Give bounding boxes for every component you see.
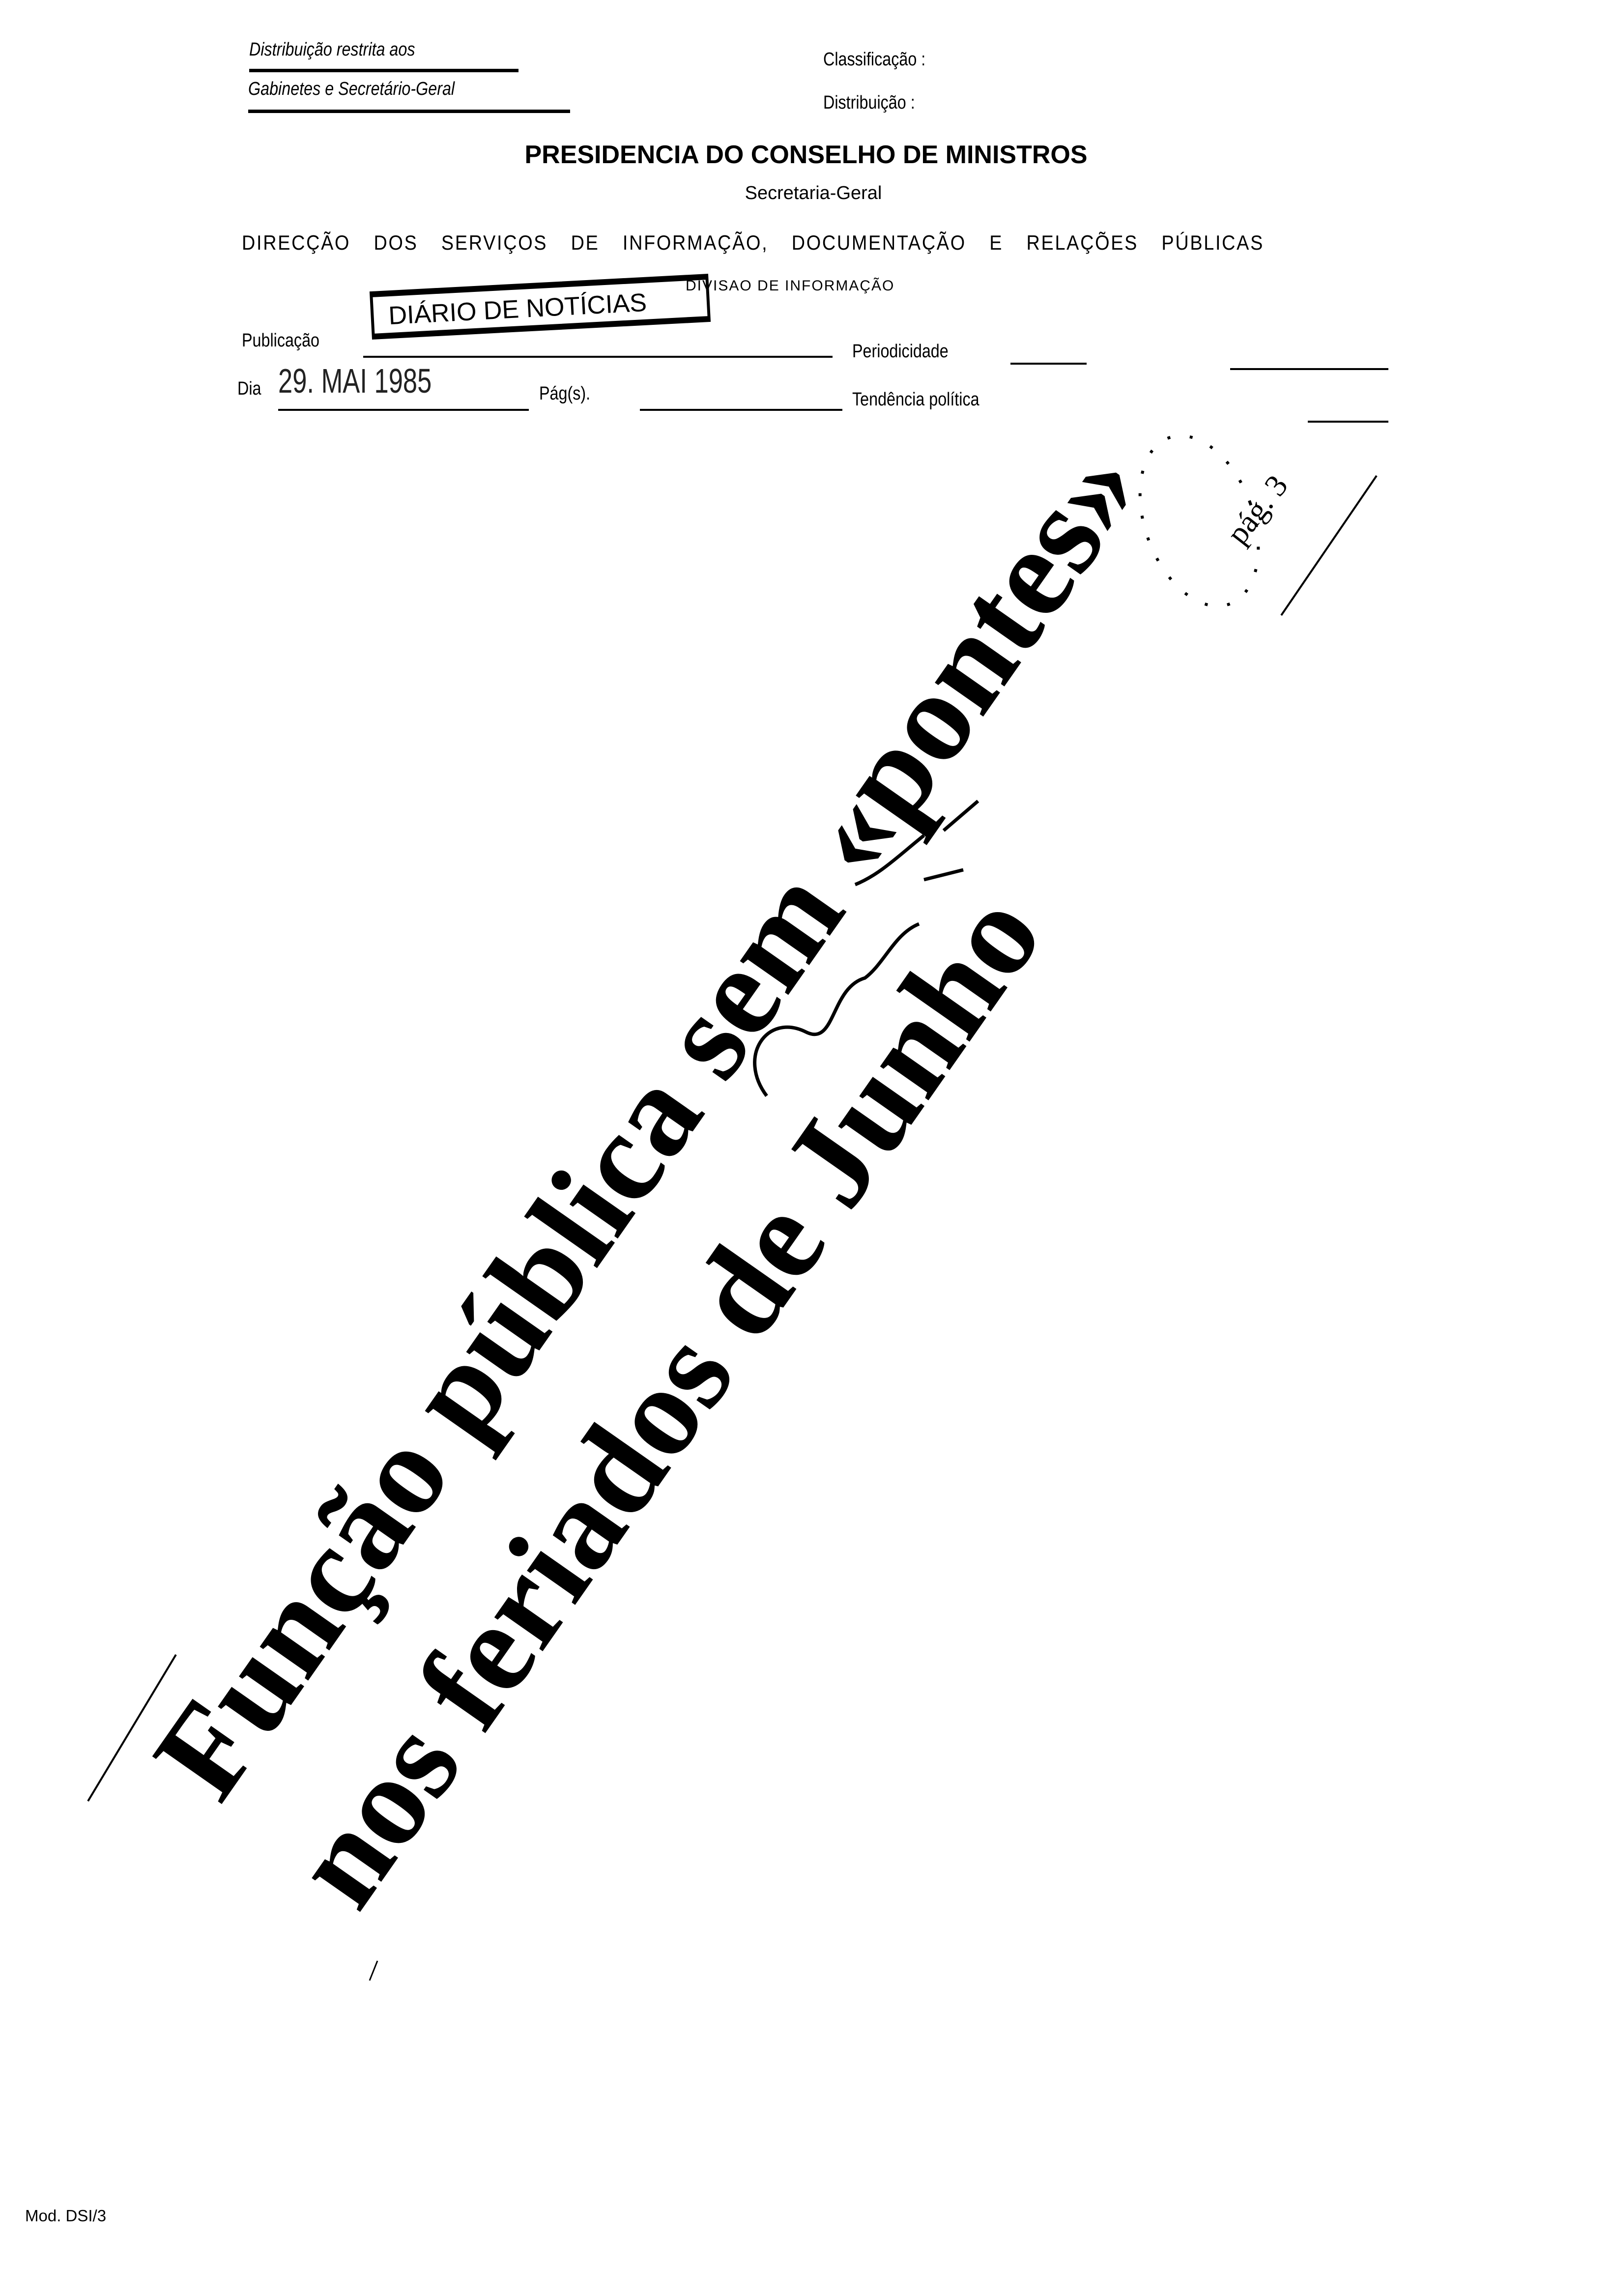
periodicity-field-line <box>1010 363 1087 365</box>
handwritten-annotation <box>753 800 979 1097</box>
diagonal-line <box>1280 475 1378 616</box>
field-line <box>1308 421 1388 423</box>
pages-label: Pág(s). <box>539 383 591 404</box>
periodicity-label: Periodicidade <box>852 341 949 362</box>
day-label: Dia <box>237 378 261 399</box>
diagonal-line <box>369 1960 378 1981</box>
division-label: DIVISAO DE INFORMAÇÃO <box>686 278 895 294</box>
political-tendency-label: Tendência política <box>852 389 979 410</box>
restricted-distribution-line2: Gabinetes e Secretário-Geral <box>248 79 455 99</box>
day-field-line <box>278 409 529 411</box>
underline <box>248 110 570 113</box>
underline <box>249 69 518 72</box>
form-code: Mod. DSI/3 <box>25 2207 107 2225</box>
classification-label: Classificação : <box>823 49 926 70</box>
field-line <box>1230 368 1388 370</box>
pages-field-line <box>640 409 842 411</box>
faded-stamp <box>1138 434 1260 608</box>
department-title: Secretaria-Geral <box>745 183 882 203</box>
restricted-distribution-line1: Distribuição restrita aos <box>249 39 415 60</box>
publication-label: Publicação <box>242 330 320 351</box>
date-stamp: 29. MAI 1985 <box>278 362 432 400</box>
distribution-label: Distribuição : <box>823 92 915 113</box>
directorate-title: DIRECÇÃO DOS SERVIÇOS DE INFORMAÇÃO, DOC… <box>242 231 1264 254</box>
institution-title: PRESIDENCIA DO CONSELHO DE MINISTROS <box>524 141 1088 169</box>
diagonal-line <box>87 1654 177 1802</box>
publication-field-line <box>363 356 833 358</box>
